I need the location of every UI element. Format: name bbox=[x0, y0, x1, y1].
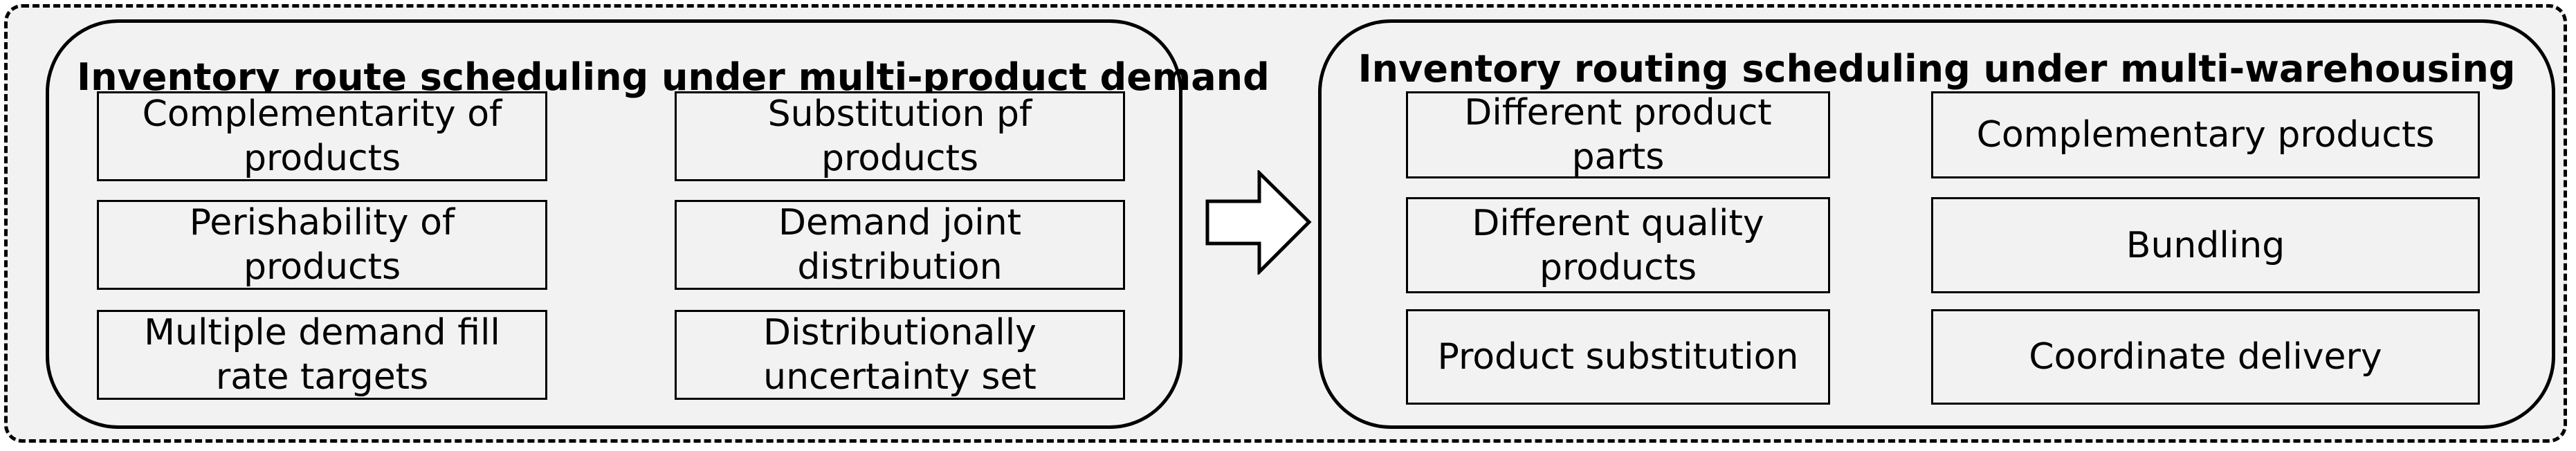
item-bundling: Bundling bbox=[1931, 197, 2480, 293]
item-complementary-products: Complementary products bbox=[1931, 91, 2480, 178]
item-different-product-parts: Different product parts bbox=[1406, 91, 1830, 178]
item-coordinate-delivery: Coordinate delivery bbox=[1931, 309, 2480, 405]
item-perishability: Perishability of products bbox=[97, 200, 547, 290]
right-panel-title: Inventory routing scheduling under multi… bbox=[1358, 47, 2516, 91]
item-complementarity: Complementarity of products bbox=[97, 91, 547, 181]
left-panel: Inventory route scheduling under multi-p… bbox=[46, 19, 1270, 429]
right-panel: Inventory routing scheduling under multi… bbox=[1318, 19, 2555, 429]
right-arrow-icon bbox=[1205, 170, 1312, 275]
item-substitution: Substitution pf products bbox=[675, 91, 1125, 181]
item-different-quality-products: Different quality products bbox=[1406, 197, 1830, 293]
item-product-substitution: Product substitution bbox=[1406, 309, 1830, 405]
item-demand-joint-distribution: Demand joint distribution bbox=[675, 200, 1125, 290]
item-fill-rate-targets: Multiple demand fill rate targets bbox=[97, 310, 547, 400]
item-uncertainty-set: Distributionally uncertainty set bbox=[675, 310, 1125, 400]
